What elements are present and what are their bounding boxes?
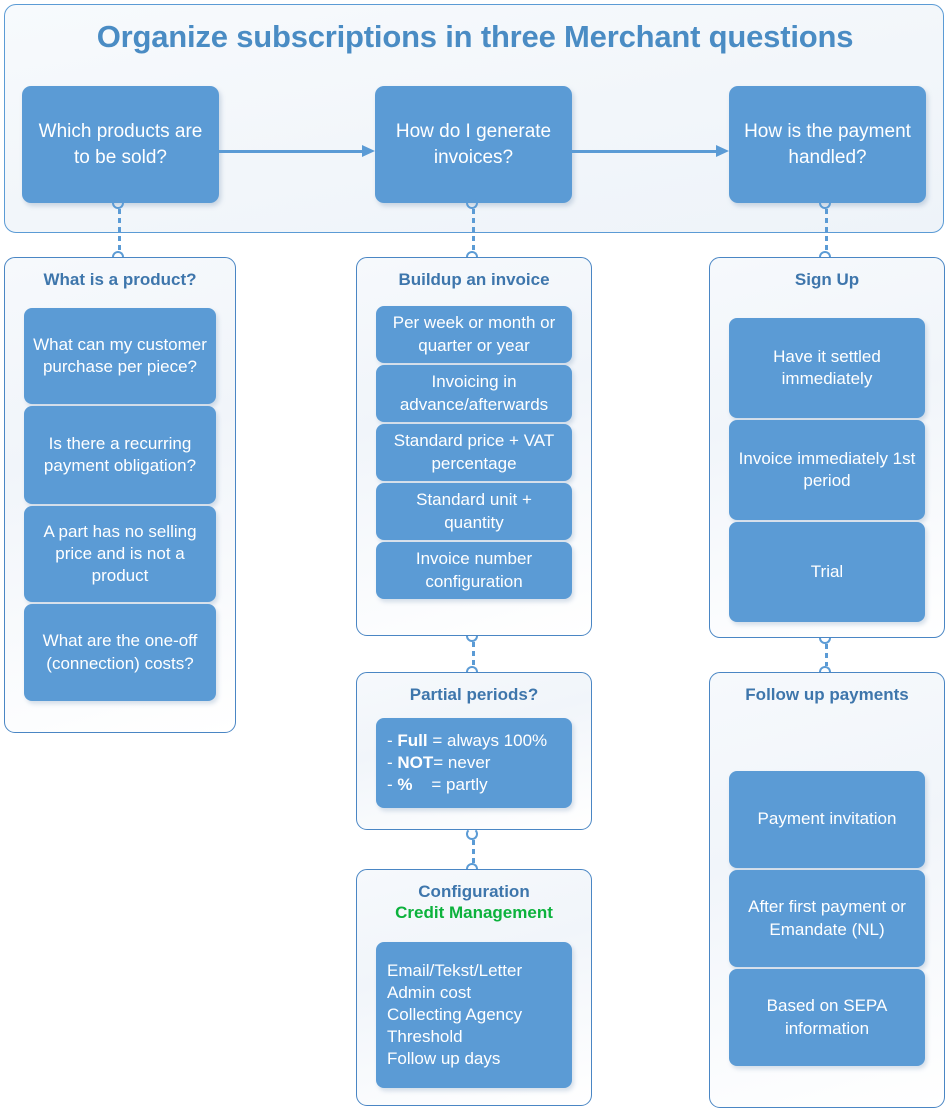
list-item[interactable]: Email/Tekst/Letter Admin cost Collecting… (376, 942, 572, 1088)
list-item[interactable]: Based on SEPA information (729, 969, 925, 1066)
connector-dashed-line (472, 840, 475, 863)
list-item[interactable]: Trial (729, 522, 925, 622)
partial-period-row: - % = partly (387, 774, 547, 796)
connector-dashed-line (472, 209, 475, 251)
step-box-label: How do I generate invoices? (395, 121, 552, 168)
list-item[interactable]: Standard price + VAT percentage (376, 424, 572, 481)
item-label: Email/Tekst/Letter Admin cost Collecting… (387, 960, 523, 1069)
panel-item-list: Email/Tekst/Letter Admin cost Collecting… (357, 942, 591, 1088)
item-label: A part has no selling price and is not a… (43, 521, 197, 586)
item-label: Have it settled immediately (773, 346, 881, 388)
panel-follow-up-payments: Follow up payments Payment invitation Af… (709, 672, 945, 1108)
item-label: Standard unit + quantity (416, 490, 532, 532)
list-item[interactable]: Have it settled immediately (729, 318, 925, 418)
list-item[interactable]: Invoice immediately 1st period (729, 420, 925, 520)
arrow-line (219, 149, 362, 153)
item-label: Based on SEPA information (766, 996, 888, 1038)
panel-sign-up: Sign Up Have it settled immediately Invo… (709, 257, 945, 638)
item-label: What can my customer purchase per piece? (33, 334, 207, 376)
row-value: = partly (412, 775, 488, 795)
arrow-step2-to-step3 (572, 145, 729, 157)
connector-ring-icon (819, 632, 831, 644)
panel-item-list: Per week or month or quarter or year Inv… (357, 306, 591, 599)
item-label: Standard price + VAT percentage (393, 431, 555, 473)
step-box-generate-invoices[interactable]: How do I generate invoices? (375, 86, 572, 203)
step-box-label: How is the payment handled? (744, 121, 911, 168)
panel-title: Buildup an invoice (398, 270, 550, 289)
item-label: Trial (810, 561, 844, 581)
connector-ring-icon (819, 197, 831, 209)
panel-item-list: Have it settled immediately Invoice imme… (710, 318, 944, 622)
row-key: Full (397, 730, 428, 750)
item-label: What are the one-off (connection) costs? (42, 631, 198, 673)
connector-dashed-line (472, 642, 475, 666)
connector-ring-icon (466, 828, 478, 840)
panel-title: Follow up payments (745, 685, 909, 704)
row-dash: - (387, 775, 398, 795)
list-item[interactable]: Per week or month or quarter or year (376, 306, 572, 363)
connector-ring-icon (112, 197, 124, 209)
item-label: Invoicing in advance/afterwards (399, 372, 549, 414)
panel-title: Sign Up (794, 270, 860, 289)
item-label: After first payment or Emandate (NL) (748, 897, 906, 939)
list-item[interactable]: - Full = always 100% - NOT= never - % = … (376, 718, 572, 808)
connector-dashed-line (118, 209, 121, 251)
list-item[interactable]: What can my customer purchase per piece? (24, 308, 216, 404)
list-item[interactable]: After first payment or Emandate (NL) (729, 870, 925, 967)
arrow-head-icon (362, 145, 375, 157)
panel-item-list: Payment invitation After first payment o… (710, 771, 944, 1066)
item-label: Per week or month or quarter or year (392, 313, 556, 355)
panel-title: Partial periods? (409, 685, 539, 704)
item-label: Invoice immediately 1st period (738, 448, 916, 490)
panel-partial-periods: Partial periods? - Full = always 100% - … (356, 672, 592, 830)
item-label: Invoice number configuration (415, 549, 533, 591)
connector-step2-to-invoice-panel (461, 197, 487, 263)
step-box-payment-handled[interactable]: How is the payment handled? (729, 86, 926, 203)
row-dash: - (387, 730, 398, 750)
list-item[interactable]: Payment invitation (729, 771, 925, 868)
panel-what-is-a-product: What is a product? What can my customer … (4, 257, 236, 733)
list-item[interactable]: Standard unit + quantity (376, 483, 572, 540)
page-title: Organize subscriptions in three Merchant… (96, 19, 854, 54)
panel-item-list: What can my customer purchase per piece?… (5, 308, 235, 701)
arrow-line (572, 149, 716, 153)
arrow-head-icon (716, 145, 729, 157)
panel-title-line2-credit-management: Credit Management (395, 903, 553, 923)
row-key: NOT (397, 752, 434, 772)
panel-buildup-an-invoice: Buildup an invoice Per week or month or … (356, 257, 592, 636)
panel-title: Configuration Credit Management (357, 881, 591, 924)
panel-configuration-credit-management: Configuration Credit Management Email/Te… (356, 869, 592, 1106)
connector-invoice-to-partial-panel (461, 630, 487, 678)
list-item[interactable]: Invoicing in advance/afterwards (376, 365, 572, 422)
panel-item-list: - Full = always 100% - NOT= never - % = … (357, 718, 591, 808)
panel-title-line1: Configuration (418, 882, 530, 901)
panel-title: What is a product? (43, 270, 197, 289)
connector-ring-icon (466, 197, 478, 209)
list-item[interactable]: Is there a recurring payment obligation? (24, 406, 216, 504)
step-box-label: Which products are to be sold? (38, 121, 203, 168)
connector-dashed-line (825, 209, 828, 251)
item-label: Payment invitation (757, 809, 897, 829)
arrow-step1-to-step2 (219, 145, 375, 157)
partial-period-rows: - Full = always 100% - NOT= never - % = … (387, 730, 547, 796)
row-key: % (397, 775, 413, 795)
item-label: Is there a recurring payment obligation? (43, 433, 197, 475)
partial-period-row: - Full = always 100% (387, 730, 547, 752)
connector-ring-icon (466, 630, 478, 642)
connector-step1-to-product-panel (107, 197, 133, 263)
connector-step3-to-signup-panel (814, 197, 840, 263)
step-box-which-products[interactable]: Which products are to be sold? (22, 86, 219, 203)
connector-dashed-line (825, 644, 828, 666)
partial-period-row: - NOT= never (387, 752, 547, 774)
row-value: = always 100% (427, 730, 548, 750)
list-item[interactable]: What are the one-off (connection) costs? (24, 604, 216, 701)
connector-partial-to-config-panel (461, 828, 487, 875)
list-item[interactable]: A part has no selling price and is not a… (24, 506, 216, 602)
list-item[interactable]: Invoice number configuration (376, 542, 572, 599)
row-dash: - (387, 752, 398, 772)
row-value: = never (433, 752, 491, 772)
